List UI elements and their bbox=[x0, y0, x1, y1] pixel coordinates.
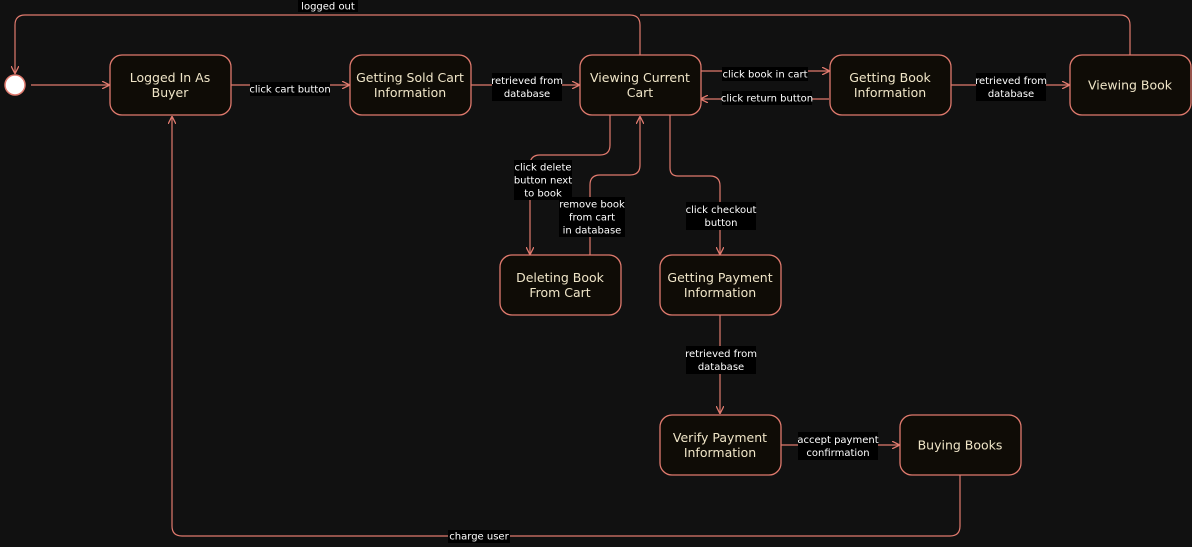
edge-logged-out bbox=[15, 14, 641, 73]
edge-charge-user bbox=[172, 117, 961, 537]
text-line: from cart bbox=[569, 213, 615, 224]
edge-click-checkout bbox=[669, 115, 720, 254]
text-line: Logged In As bbox=[130, 70, 211, 85]
text-line: Information bbox=[684, 285, 756, 300]
text-line: database bbox=[698, 362, 744, 373]
text-line: button bbox=[705, 218, 738, 229]
text-line: database bbox=[988, 89, 1034, 100]
text-line: Cart bbox=[627, 85, 654, 100]
text-line: Getting Payment bbox=[667, 270, 772, 285]
text-line: Buying Books bbox=[918, 438, 1003, 453]
label-remove-book: remove book from cart in database bbox=[559, 197, 625, 237]
state-buying-books-label: Buying Books bbox=[918, 438, 1003, 453]
text-line: click cart button bbox=[249, 85, 330, 96]
text-line: Viewing Book bbox=[1088, 78, 1173, 93]
text-line: confirmation bbox=[806, 448, 869, 459]
text-line: accept payment bbox=[797, 435, 878, 446]
text-line: Viewing Current bbox=[590, 70, 690, 85]
text-line: click return button bbox=[721, 94, 813, 105]
label-click-book: click book in cart bbox=[722, 67, 808, 81]
label-click-cart: click cart button bbox=[249, 82, 331, 96]
text-line: retrieved from bbox=[975, 76, 1047, 87]
initial-state bbox=[4, 74, 26, 96]
label-retrieved-cart: retrieved from database bbox=[491, 73, 563, 101]
state-buying-books[interactable]: Buying Books bbox=[899, 414, 1022, 476]
text-line: Getting Sold Cart bbox=[356, 70, 464, 85]
svg-text:logged out: logged out bbox=[301, 2, 355, 13]
label-charge-user: charge user bbox=[448, 530, 510, 543]
text-line: click checkout bbox=[686, 205, 757, 216]
edge-remove-book bbox=[589, 117, 640, 255]
text-line: Buyer bbox=[152, 85, 190, 100]
text-line: click book in cart bbox=[722, 70, 807, 81]
label-accept-payment: accept payment confirmation bbox=[797, 432, 879, 460]
label-click-delete: click delete button next to book bbox=[514, 160, 572, 200]
label-retrieved-book: retrieved from database bbox=[975, 73, 1047, 101]
text-line: remove book bbox=[559, 200, 625, 211]
text-line: From Cart bbox=[529, 285, 590, 300]
svg-text:click cart button: click cart button bbox=[249, 85, 330, 96]
text-line: Getting Book bbox=[849, 70, 931, 85]
text-line: in database bbox=[563, 226, 622, 237]
label-logged-out: logged out bbox=[298, 0, 358, 13]
edge-labels: logged out click cart button retrieved f… bbox=[249, 0, 1047, 543]
label-retrieved-payment: retrieved from database bbox=[685, 346, 757, 374]
text-line: Deleting Book bbox=[516, 270, 605, 285]
edge-viewing-book-logged-out bbox=[640, 14, 1131, 55]
text-line: click delete bbox=[514, 163, 571, 174]
svg-text:click return button: click return button bbox=[721, 94, 813, 105]
state-viewing-book[interactable]: Viewing Book bbox=[1069, 54, 1192, 116]
text-line: to book bbox=[524, 189, 562, 200]
label-click-checkout: click checkout button bbox=[686, 202, 757, 230]
svg-text:charge user: charge user bbox=[449, 532, 509, 543]
text-line: Information bbox=[854, 85, 926, 100]
text-line: Verify Payment bbox=[673, 430, 767, 445]
text-line: charge user bbox=[449, 532, 509, 543]
svg-text:click book in cart: click book in cart bbox=[722, 70, 807, 81]
text-line: retrieved from bbox=[685, 349, 757, 360]
text-line: retrieved from bbox=[491, 76, 563, 87]
text-line: Information bbox=[374, 85, 446, 100]
label-click-return: click return button bbox=[721, 91, 813, 105]
text-line: button next bbox=[514, 176, 572, 187]
text-line: Information bbox=[684, 445, 756, 460]
state-viewing-book-label: Viewing Book bbox=[1088, 78, 1173, 93]
text-line: logged out bbox=[301, 2, 355, 13]
text-line: database bbox=[504, 89, 550, 100]
